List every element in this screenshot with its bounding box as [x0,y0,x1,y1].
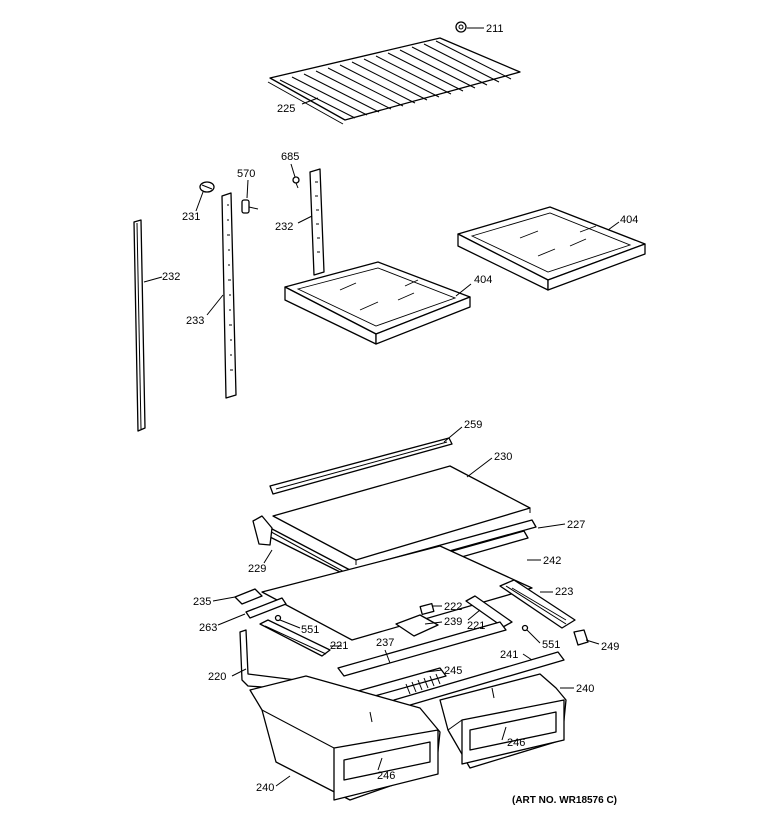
side-rail-229 [252,515,273,546]
callout-240-left: 240 [256,782,274,794]
pan-divider-panel [261,545,533,641]
callout-263: 263 [199,622,217,634]
callout-259: 259 [464,419,482,431]
rail-221-right [465,595,513,628]
callout-235: 235 [193,596,211,608]
callout-232-left: 232 [162,271,180,283]
grommet-211 [455,21,467,33]
rail-263 [245,597,287,619]
callout-237: 237 [376,637,394,649]
callout-225: 225 [277,103,295,115]
bracket-235 [234,588,263,605]
callout-246-right: 246 [507,737,525,749]
screw-551-left [274,614,282,622]
callout-233: 233 [186,315,204,327]
callout-242: 242 [543,555,561,567]
frame-227 [255,519,537,579]
callout-404-center: 404 [474,274,492,286]
callout-223: 223 [555,586,573,598]
front-trim-259 [269,437,453,495]
callout-220: 220 [208,671,226,683]
crisper-drawer-240-right [439,673,567,769]
crisper-drawer-240-left [249,675,441,801]
screw-570 [241,199,259,214]
slide-239 [395,614,439,637]
callout-241: 241 [500,649,518,661]
callout-246-left: 246 [377,770,395,782]
callout-231: 231 [182,211,200,223]
callout-229: 229 [248,563,266,575]
callout-222: 222 [444,601,462,613]
callout-230: 230 [494,451,512,463]
glass-shelf-404-center [284,261,471,345]
callout-240-right: 240 [576,683,594,695]
callout-245: 245 [444,665,462,677]
cover-249 [573,629,589,646]
support-223 [499,579,576,629]
rail-221-left [259,619,331,657]
channel-237 [337,621,507,677]
screw-685 [292,176,300,189]
callout-239: 239 [444,616,462,628]
callout-685: 685 [281,151,299,163]
callout-labels: 211 225 685 570 231 232 232 233 404 404 … [162,23,638,794]
cap-231 [199,181,215,193]
screw-551-right [521,624,529,632]
callout-551-left: 551 [301,624,319,636]
callout-221-left: 221 [330,640,348,652]
leader-lines [143,27,620,787]
callout-570: 570 [237,168,255,180]
callout-221-right: 221 [467,620,485,632]
callout-232-center: 232 [275,221,293,233]
shelf-ladder-232-left [133,219,146,432]
art-number: (ART NO. WR18576 C) [512,795,617,806]
glass-shelf-404-right [457,206,646,291]
callout-249: 249 [601,641,619,653]
callout-404-right: 404 [620,214,638,226]
callout-227: 227 [567,519,585,531]
clip-222 [419,602,435,616]
callout-551-right: 551 [542,639,560,651]
shelf-ladder-232-center [309,168,325,276]
callout-211: 211 [486,23,504,35]
shelf-ladder-233 [221,192,237,399]
glass-cover-230 [272,465,531,565]
wire-shelf-225 [267,37,521,125]
